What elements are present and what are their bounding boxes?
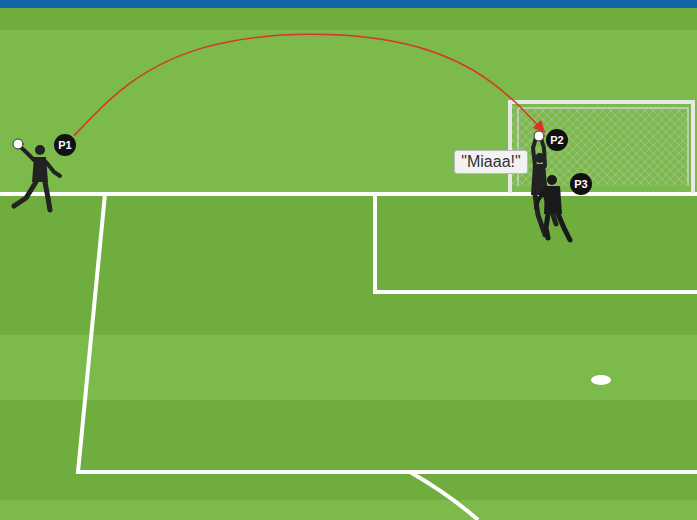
- player-marker: P1: [54, 134, 76, 156]
- player-label: P3: [574, 178, 587, 190]
- top-bar: [0, 0, 697, 8]
- goalkeeper-p1: [13, 139, 60, 210]
- player-label: P2: [550, 134, 563, 146]
- ball-trajectory: [74, 34, 545, 135]
- call-text: "Miaaa!": [461, 153, 520, 171]
- player-marker: P3: [570, 173, 592, 195]
- player-p3: [536, 175, 570, 240]
- penalty-spot: [591, 375, 611, 385]
- grass-stripe: [0, 400, 697, 500]
- grass-stripe: [0, 8, 697, 30]
- player-label: P1: [58, 139, 71, 151]
- pitch-lines: [0, 194, 697, 520]
- player-marker: P2: [546, 129, 568, 151]
- call-bubble: "Miaaa!": [454, 150, 528, 174]
